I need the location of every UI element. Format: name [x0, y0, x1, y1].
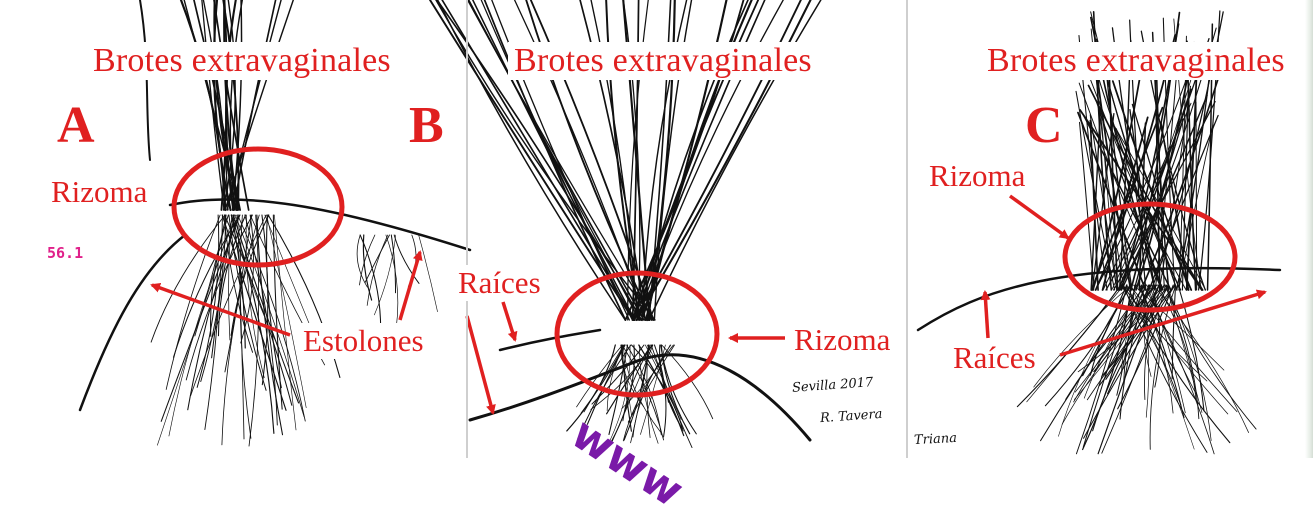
panel-c-raices-label: Raíces [950, 340, 1039, 376]
panel-c-rizoma-label: Rizoma [926, 158, 1028, 194]
illustration-stage: Brotes extravaginales A Rizoma Estolones… [0, 0, 1313, 458]
panel-b-letter: B [409, 96, 444, 155]
figure-number: 56.1 [47, 244, 83, 262]
panel-a-rizoma-label: Rizoma [48, 174, 150, 210]
frame-edge [1305, 0, 1313, 458]
panel-a-letter: A [57, 96, 95, 155]
panel-b-rizoma-label: Rizoma [791, 322, 893, 358]
panel-divider-bc [906, 0, 908, 458]
panel-divider-ab [466, 0, 468, 458]
panel-c-title: Brotes extravaginales [981, 42, 1291, 80]
panel-a-estolones-label: Estolones [300, 323, 427, 359]
signature-city: Triana [914, 431, 958, 448]
panel-c-letter: C [1025, 96, 1063, 155]
panel-c-shoot [1196, 102, 1197, 290]
panel-b-title: Brotes extravaginales [508, 42, 818, 80]
panel-a-title: Brotes extravaginales [87, 42, 397, 80]
panel-b-raices-label: Raíces [455, 265, 544, 301]
